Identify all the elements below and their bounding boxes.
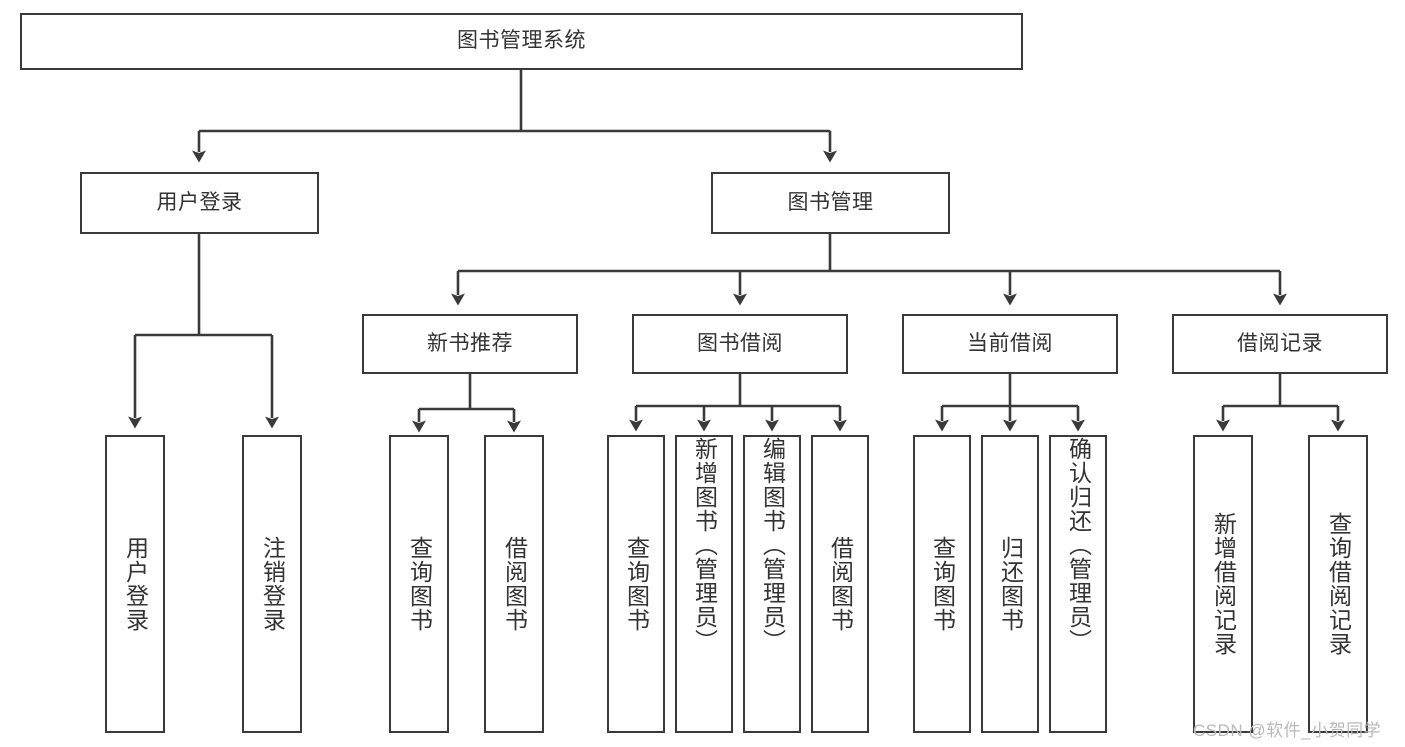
- leaf-new-book-borrow-book[interactable]: 借阅图书: [484, 435, 544, 733]
- node-label: 借阅图书: [501, 536, 528, 632]
- node-label: 新书推荐: [427, 331, 513, 355]
- leaf-current-borrow-query-book[interactable]: 查询图书: [913, 435, 971, 733]
- leaf-book-borrow-edit-book-admin[interactable]: 编辑图书（管理员）: [743, 435, 801, 733]
- leaf-borrow-record-query-record[interactable]: 查询借阅记录: [1308, 435, 1368, 733]
- node-book-borrow[interactable]: 图书借阅: [632, 314, 848, 374]
- leaf-book-borrow-borrow-book[interactable]: 借阅图书: [811, 435, 869, 733]
- leaf-borrow-record-add-record[interactable]: 新增借阅记录: [1193, 435, 1253, 733]
- leaf-book-borrow-query-book[interactable]: 查询图书: [607, 435, 665, 733]
- node-label: 查询图书: [929, 536, 956, 632]
- node-label: 图书管理: [787, 190, 874, 214]
- node-label: 用户登录: [122, 536, 149, 632]
- node-label: 图书管理系统: [457, 29, 586, 53]
- leaf-book-borrow-add-book-admin[interactable]: 新增图书（管理员）: [675, 435, 733, 733]
- node-label: 归还图书: [997, 536, 1024, 632]
- node-label: 新增借阅记录: [1210, 512, 1237, 656]
- node-label: 新增图书（管理员）: [691, 437, 718, 653]
- node-label: 用户登录: [156, 190, 243, 214]
- leaf-user-login-login[interactable]: 用户登录: [105, 435, 165, 733]
- node-label: 当前借阅: [967, 331, 1053, 355]
- node-label: 确认归还（管理员）: [1065, 437, 1092, 653]
- node-user-login[interactable]: 用户登录: [80, 172, 319, 234]
- node-current-borrow[interactable]: 当前借阅: [902, 314, 1118, 374]
- node-label: 借阅记录: [1237, 331, 1323, 355]
- node-label: 编辑图书（管理员）: [759, 437, 786, 653]
- leaf-current-borrow-return-book[interactable]: 归还图书: [981, 435, 1039, 733]
- watermark-text: CSDN @软件_小贺同学: [1193, 721, 1382, 740]
- node-label: 查询图书: [406, 536, 433, 632]
- leaf-new-book-query-book[interactable]: 查询图书: [389, 435, 449, 733]
- leaf-current-borrow-confirm-return-admin[interactable]: 确认归还（管理员）: [1049, 435, 1107, 733]
- node-label: 借阅图书: [827, 536, 854, 632]
- node-label: 查询借阅记录: [1325, 512, 1352, 656]
- node-root-system[interactable]: 图书管理系统: [20, 13, 1023, 70]
- node-new-book-recommend[interactable]: 新书推荐: [362, 314, 578, 374]
- node-book-management[interactable]: 图书管理: [711, 172, 950, 234]
- node-label: 注销登录: [259, 536, 286, 632]
- node-label: 图书借阅: [697, 331, 783, 355]
- leaf-user-login-logout[interactable]: 注销登录: [242, 435, 302, 733]
- node-borrow-record[interactable]: 借阅记录: [1172, 314, 1388, 374]
- node-label: 查询图书: [623, 536, 650, 632]
